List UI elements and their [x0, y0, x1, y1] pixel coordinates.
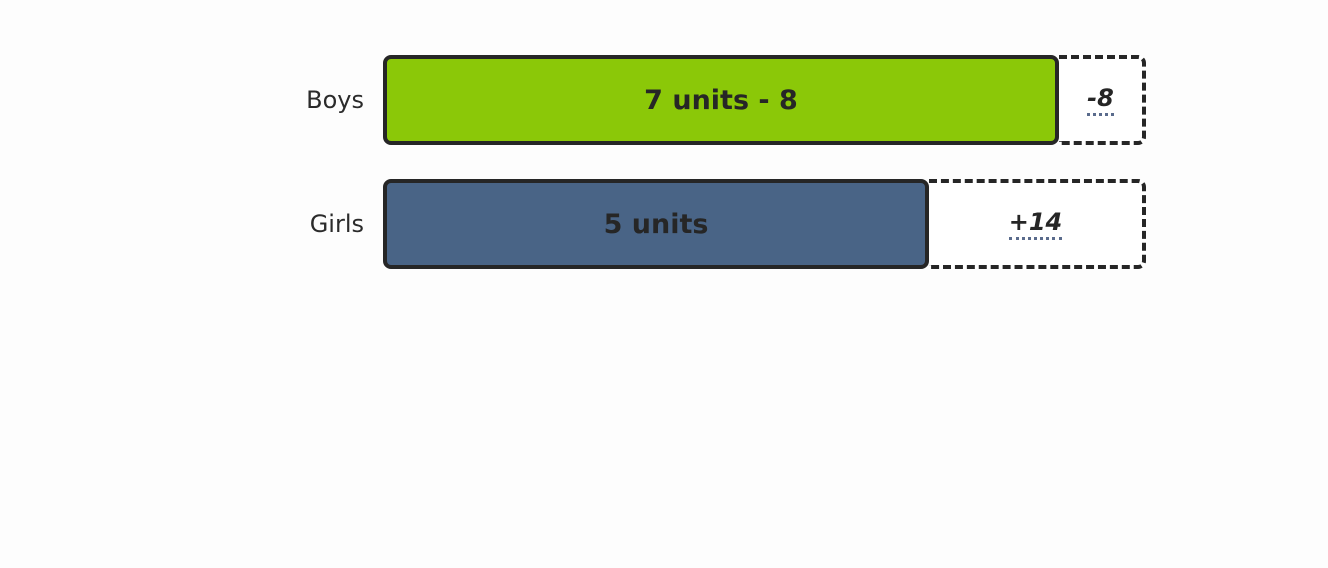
boys-bar-text: 7 units - 8	[644, 84, 798, 116]
girls-extension-box: +14	[929, 179, 1146, 269]
girls-row: Girls 5 units +14	[0, 179, 1328, 269]
boys-extension-box: -8	[1059, 55, 1146, 145]
boys-extension-value: -8	[1087, 85, 1114, 116]
girls-extension-value: +14	[1008, 209, 1063, 240]
girls-label: Girls	[309, 210, 364, 238]
boys-row: Boys 7 units - 8 -8	[0, 55, 1328, 145]
girls-bar-text: 5 units	[603, 208, 709, 240]
boys-label: Boys	[306, 86, 364, 114]
boys-bar: 7 units - 8	[383, 55, 1059, 145]
girls-bar: 5 units	[383, 179, 929, 269]
